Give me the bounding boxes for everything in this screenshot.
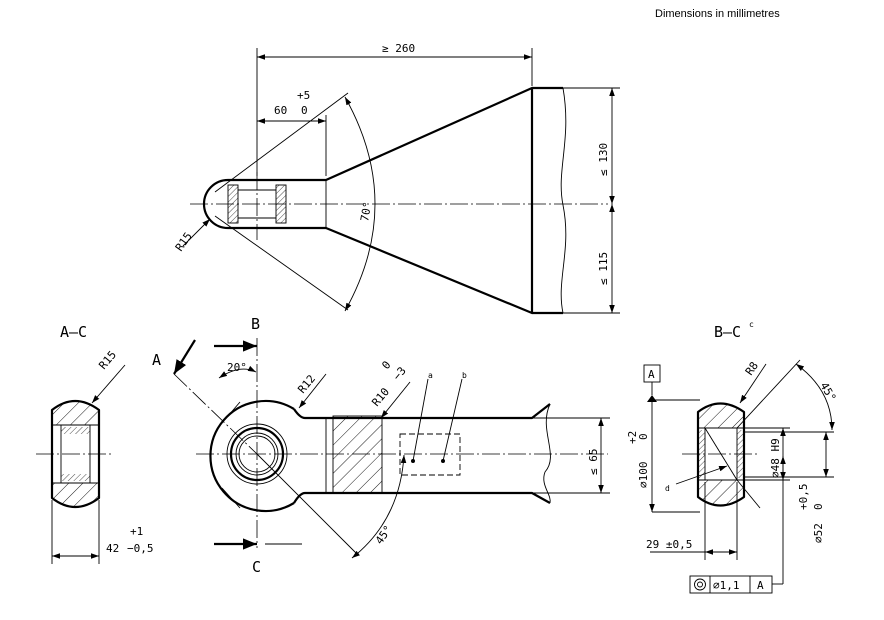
units-note: Dimensions in millimetres: [655, 8, 780, 20]
fcf-tolerance: ⌀1,1: [713, 579, 740, 592]
dim-r15-section: R15: [96, 348, 119, 372]
dim-outer-dia-upper-tol: +2: [626, 431, 639, 444]
datum-label: A: [648, 368, 655, 381]
section-b-c-outline: [696, 402, 746, 507]
concentricity-icon: [694, 578, 706, 591]
fcf-datum: A: [757, 579, 764, 592]
dim-hub-dia: ⌀52: [812, 523, 825, 543]
dim-r15-top: R15: [173, 230, 195, 254]
top-view-outline: [202, 86, 534, 315]
dim-hub-dia-lower-tol: 0: [812, 503, 825, 510]
dim-60: 60: [274, 104, 287, 117]
dim-42: 42: [106, 542, 119, 555]
front-view: B C A 20° R12 R10 0 −3 a b ≤ 65 45°: [152, 315, 610, 576]
dim-angle-45-front: 45°: [373, 523, 395, 547]
dim-outer-dia: ⌀100: [637, 462, 650, 489]
section-a-c-title: A–C: [60, 323, 87, 341]
dim-height-upper: ≤ 130: [597, 143, 610, 176]
dim-60-lower-tol: 0: [301, 104, 308, 117]
dim-angle-70: 70°: [358, 201, 374, 223]
dim-angle-20: 20°: [227, 361, 247, 374]
dim-r8: R8: [743, 359, 761, 377]
section-b-c-note: c: [749, 320, 754, 329]
top-view: ≥ 260 60 +5 0 70° R15 ≤ 130 ≤ 115: [173, 42, 620, 315]
dim-bore-dia: ⌀48 H9: [769, 438, 782, 478]
section-b-c-title: B–C: [714, 323, 741, 341]
dim-r10-upper-tol: 0: [379, 358, 393, 371]
dim-42-lower-tol: −0,5: [127, 542, 154, 555]
note-d: d: [665, 484, 670, 493]
section-b-c: B–C c A ⌀100 +2 0 R8 45°: [626, 320, 839, 594]
note-b: b: [462, 371, 467, 380]
dim-outer-dia-lower-tol: 0: [637, 433, 650, 440]
dim-60-upper-tol: +5: [297, 89, 310, 102]
dim-r12: R12: [295, 372, 318, 396]
section-a-c-outline: [50, 399, 101, 509]
note-a: a: [428, 371, 433, 380]
dim-width-65: ≤ 65: [587, 449, 600, 476]
dim-thickness: 29 ±0,5: [646, 538, 692, 551]
dim-width: ≥ 260: [382, 42, 415, 55]
feature-control-frame: ⌀1,1 A: [689, 456, 786, 594]
section-a-c: A–C R15 42 +1 −0,5: [36, 323, 154, 564]
dim-height-lower: ≤ 115: [597, 252, 610, 285]
dim-42-upper-tol: +1: [130, 525, 143, 538]
section-label-c: C: [252, 558, 261, 576]
section-label-b: B: [251, 315, 260, 333]
dim-r10: R10: [369, 385, 392, 409]
section-label-a: A: [152, 351, 161, 369]
dim-angle-45-section: 45°: [817, 380, 838, 404]
dim-hub-dia-upper-tol: +0,5: [797, 484, 810, 511]
